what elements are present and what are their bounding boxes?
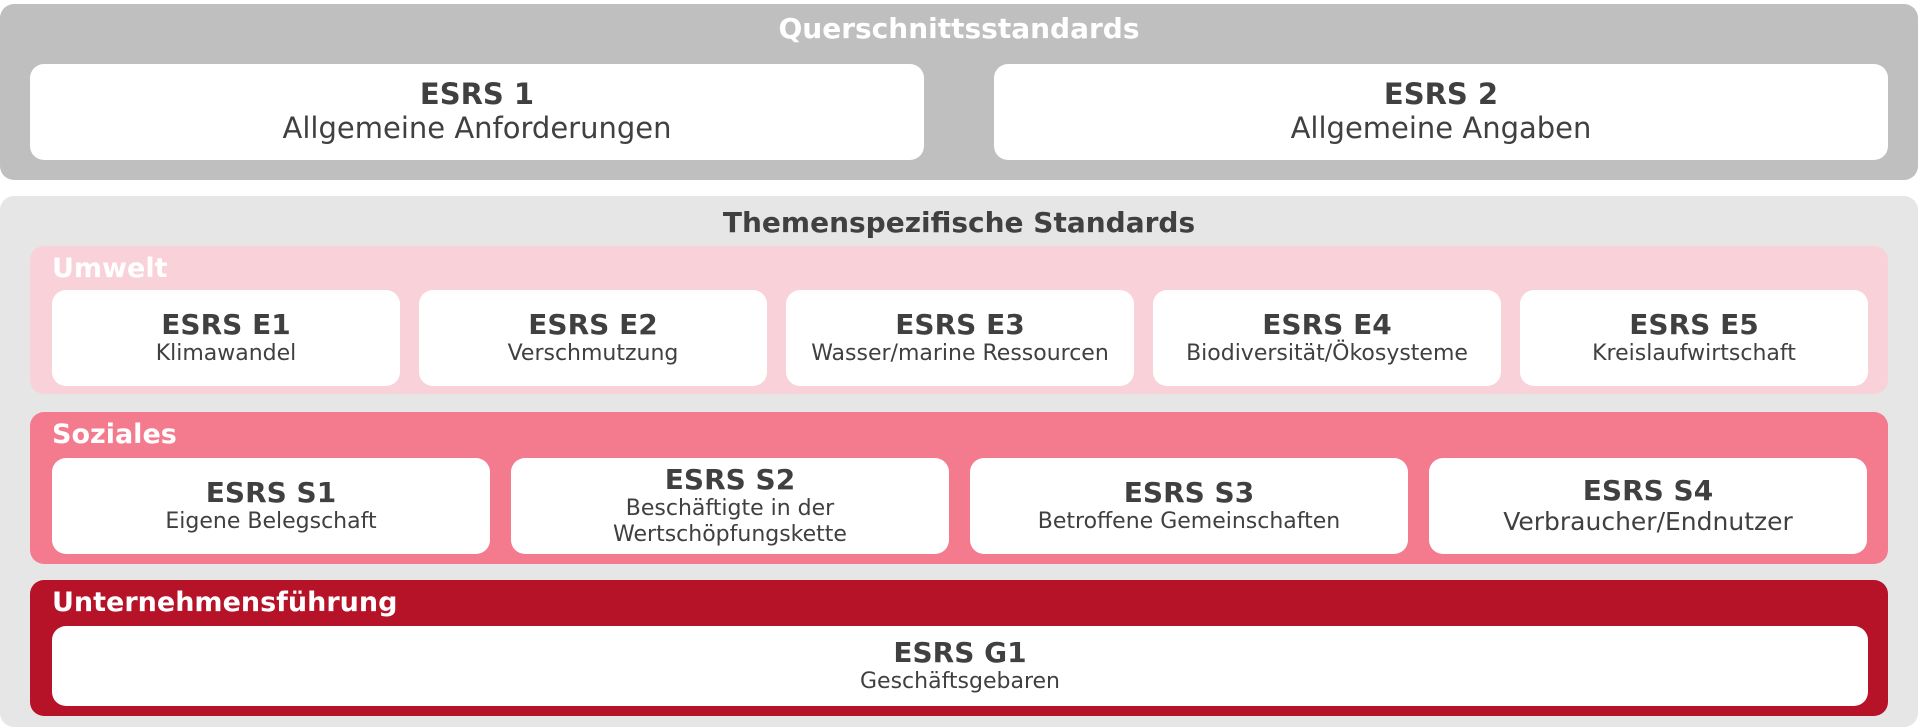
standard-code: ESRS 1 [419,76,535,111]
standard-esrs-e2: ESRS E2 Verschmutzung [419,290,767,386]
environment-title: Umwelt [52,253,168,284]
standard-esrs-e1: ESRS E1 Klimawandel [52,290,400,386]
standard-esrs-1: ESRS 1 Allgemeine Anforderungen [30,64,924,160]
standard-name: Allgemeine Angaben [1290,111,1592,146]
standard-esrs-e5: ESRS E5 Kreislaufwirtschaft [1520,290,1868,386]
standard-esrs-2: ESRS 2 Allgemeine Angaben [994,64,1888,160]
standard-name: Allgemeine Anforderungen [282,111,672,146]
standard-code: ESRS G1 [893,635,1027,669]
standard-name: Biodiversität/Ökosysteme [1186,340,1468,366]
governance-title: Unternehmensführung [52,587,398,618]
standard-code: ESRS E4 [1262,307,1392,341]
standard-code: ESRS E1 [161,307,291,341]
standard-code: ESRS S3 [1123,475,1255,509]
cross-cutting-standards-panel: Querschnittsstandards ESRS 1 Allgemeine … [0,4,1918,180]
topical-title: Themenspezifische Standards [722,206,1196,239]
standard-code: ESRS S4 [1582,473,1714,507]
standard-name: Verbraucher/Endnutzer [1503,507,1793,537]
standard-esrs-s2: ESRS S2 Beschäftigte in der Wertschöpfun… [511,458,949,554]
standard-esrs-e4: ESRS E4 Biodiversität/Ökosysteme [1153,290,1501,386]
standard-code: ESRS E2 [528,307,658,341]
standard-code: ESRS S2 [664,462,796,496]
standard-esrs-g1: ESRS G1 Geschäftsgebaren [52,626,1868,706]
standard-name: Betroffene Gemeinschaften [1037,508,1341,534]
social-title: Soziales [52,419,177,450]
standard-esrs-s1: ESRS S1 Eigene Belegschaft [52,458,490,554]
social-group: Soziales ESRS S1 Eigene Belegschaft ESRS… [30,412,1888,564]
governance-group: Unternehmensführung ESRS G1 Geschäftsgeb… [30,580,1888,716]
standard-esrs-e3: ESRS E3 Wasser/marine Ressourcen [786,290,1134,386]
standard-name: Geschäftsgebaren [860,668,1060,694]
standard-name: Klimawandel [155,340,297,366]
standard-esrs-s4: ESRS S4 Verbraucher/Endnutzer [1429,458,1867,554]
topical-standards-panel: Themenspezifische Standards Umwelt ESRS … [0,196,1918,727]
environment-group: Umwelt ESRS E1 Klimawandel ESRS E2 Versc… [30,246,1888,394]
standard-name: Beschäftigte in der Wertschöpfungskette [613,495,847,548]
standard-code: ESRS E3 [895,307,1025,341]
standard-name: Eigene Belegschaft [165,508,377,534]
standard-name: Kreislaufwirtschaft [1592,340,1796,366]
standard-esrs-s3: ESRS S3 Betroffene Gemeinschaften [970,458,1408,554]
cross-cutting-title: Querschnittsstandards [778,12,1140,45]
standard-name: Verschmutzung [507,340,679,366]
standard-code: ESRS E5 [1629,307,1759,341]
standard-name: Wasser/marine Ressourcen [811,340,1109,366]
standard-code: ESRS 2 [1383,76,1499,111]
standard-code: ESRS S1 [205,475,337,509]
